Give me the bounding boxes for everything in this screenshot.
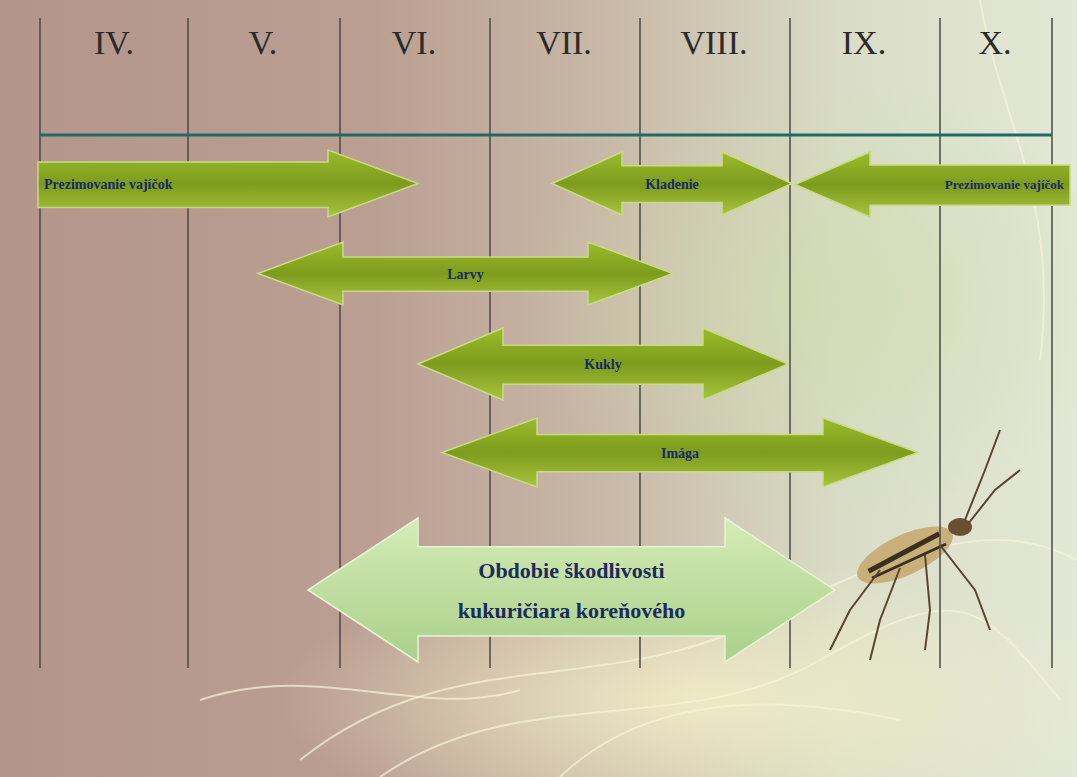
stage-label: Imága	[661, 445, 699, 462]
stage-arrow: Prezimovanie vajíčok	[38, 150, 418, 217]
period-arrow: Obdobie škodlivosti kukuričiara koreňové…	[308, 518, 835, 662]
arrow-outline	[552, 152, 792, 215]
stage-label: Kladenie	[645, 176, 699, 193]
arrow-outline	[795, 152, 1070, 217]
arrow-outline	[258, 242, 673, 305]
month-label: VII.	[536, 26, 592, 60]
month-label: X.	[978, 26, 1011, 60]
arrow-outline	[442, 418, 918, 487]
stage-arrow: Prezimovanie vajíčok	[795, 152, 1070, 217]
month-grid	[40, 18, 1052, 668]
stage-label: Prezimovanie vajíčok	[945, 177, 1064, 193]
stage-label: Kukly	[584, 356, 621, 373]
stage-label: Prezimovanie vajíčok	[44, 176, 172, 193]
arrow-shape	[308, 518, 835, 662]
arrow-outline	[418, 328, 788, 400]
month-label: VIII.	[680, 26, 747, 60]
timeline-axis	[40, 134, 1052, 137]
arrow-outline	[38, 150, 418, 217]
stage-arrow: Kladenie	[552, 152, 792, 215]
month-label: IV.	[94, 26, 134, 60]
month-label: IX.	[842, 26, 886, 60]
stage-arrow: Imága	[442, 418, 918, 487]
stage-arrow: Kukly	[418, 328, 788, 400]
month-label: VI.	[392, 26, 436, 60]
stage-arrow: Larvy	[258, 242, 673, 305]
stage-label: Obdobie škodlivosti kukuričiara koreňové…	[427, 551, 717, 631]
stage-label: Larvy	[447, 266, 484, 283]
arrow-outline	[308, 518, 835, 662]
month-label: V.	[249, 26, 278, 60]
